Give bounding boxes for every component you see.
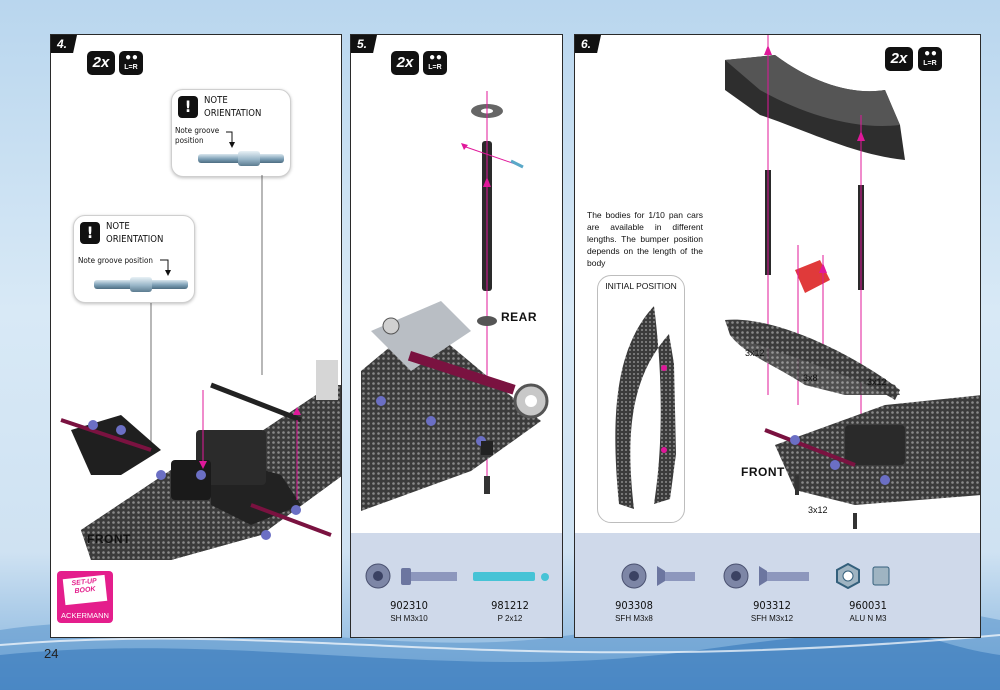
rear-label: REAR xyxy=(501,310,538,324)
quantity-badge: 2x xyxy=(391,51,419,75)
initial-position-box: INITIAL POSITION xyxy=(597,275,685,523)
part-description: SH M3x10 xyxy=(390,614,428,623)
turnbuckle-hex xyxy=(130,277,152,292)
setup-book-title: SET-UP BOOK xyxy=(62,574,108,606)
lr-label: L=R xyxy=(124,64,138,71)
dimension-label: 3x12 xyxy=(867,377,887,387)
pin-icon xyxy=(473,572,549,581)
step-5-panel: 5. 2x ● ● L=R REAR xyxy=(350,34,563,638)
turnbuckle-hex xyxy=(238,151,260,166)
left-right-badge: ● ● L=R xyxy=(119,51,143,75)
warning-icon: ! xyxy=(178,96,198,118)
part-description: P 2x12 xyxy=(497,614,523,623)
lr-label: L=R xyxy=(428,64,442,71)
setup-book-label: ACKERMANN xyxy=(61,611,109,620)
orientation-note-top: ! NOTE ORIENTATION Note groove position xyxy=(171,89,291,177)
step-number: 6. xyxy=(575,35,602,53)
parts-strip: 903308 SFH M3x8 903312 SFH M3x12 960031 … xyxy=(575,533,980,637)
note-label: Note groove position xyxy=(78,256,153,265)
left-right-badge: ● ● L=R xyxy=(423,51,447,75)
pointer-arrow-icon xyxy=(226,131,235,148)
body-length-info: The bodies for 1/10 pan cars are availab… xyxy=(587,210,703,268)
pointer-arrow-icon xyxy=(160,259,171,276)
part-number: 903308 xyxy=(615,599,653,612)
part-number: 903312 xyxy=(753,599,791,612)
part-number: 960031 xyxy=(849,599,887,612)
flat-head-screw-icon xyxy=(621,563,695,589)
part-number: 902310 xyxy=(390,599,428,612)
flat-head-screw-icon xyxy=(723,563,809,589)
wheel-pair-icon: ● ● xyxy=(429,52,442,63)
quantity-badge: 2x xyxy=(885,47,913,71)
wheel-pair-icon: ● ● xyxy=(924,48,937,59)
warning-icon: ! xyxy=(80,222,100,244)
step-6-panel: 6. 2x ● ● L=R The bodies for 1/10 pan ca… xyxy=(574,34,981,638)
dimension-label: 3x8 xyxy=(803,373,818,383)
part-description: ALU N M3 xyxy=(849,614,887,623)
quantity-badge: 2x xyxy=(87,51,115,75)
front-label: FRONT xyxy=(87,532,131,546)
rear-body-post-illustration xyxy=(361,91,549,511)
setup-book-badge: SET-UP BOOK ACKERMANN xyxy=(57,571,113,623)
dimension-label: 3x12 xyxy=(745,348,765,358)
note-title: NOTE ORIENTATION xyxy=(204,95,262,119)
bumper-plate-icon xyxy=(615,306,676,509)
lr-label: L=R xyxy=(923,60,937,67)
front-suspension-illustration xyxy=(60,175,341,560)
front-label: FRONT xyxy=(741,465,785,479)
initial-position-label: INITIAL POSITION xyxy=(605,281,677,291)
parts-strip: 902310 SH M3x10 981212 P 2x12 xyxy=(351,533,562,637)
part-description: SFH M3x8 xyxy=(615,614,653,623)
step-4-panel: 4. 2x ● ● L=R ! NOTE ORIENTATION Note gr… xyxy=(50,34,342,638)
left-right-badge: ● ● L=R xyxy=(918,47,942,71)
dimension-label: 3x12 xyxy=(808,505,828,515)
socket-head-screw-icon xyxy=(365,563,457,589)
part-description: SFH M3x12 xyxy=(750,614,794,623)
alu-nut-icon xyxy=(836,563,890,589)
wheel-pair-icon: ● ● xyxy=(125,52,138,63)
orientation-note-bottom: ! NOTE ORIENTATION Note groove position xyxy=(73,215,195,303)
note-label: Note groove position xyxy=(175,126,220,145)
front-bumper-illustration xyxy=(725,35,980,529)
page-number: 24 xyxy=(44,646,59,661)
part-number: 981212 xyxy=(491,599,529,612)
step-number: 4. xyxy=(51,35,78,53)
note-title: NOTE ORIENTATION xyxy=(106,221,164,245)
step-number: 5. xyxy=(351,35,378,53)
